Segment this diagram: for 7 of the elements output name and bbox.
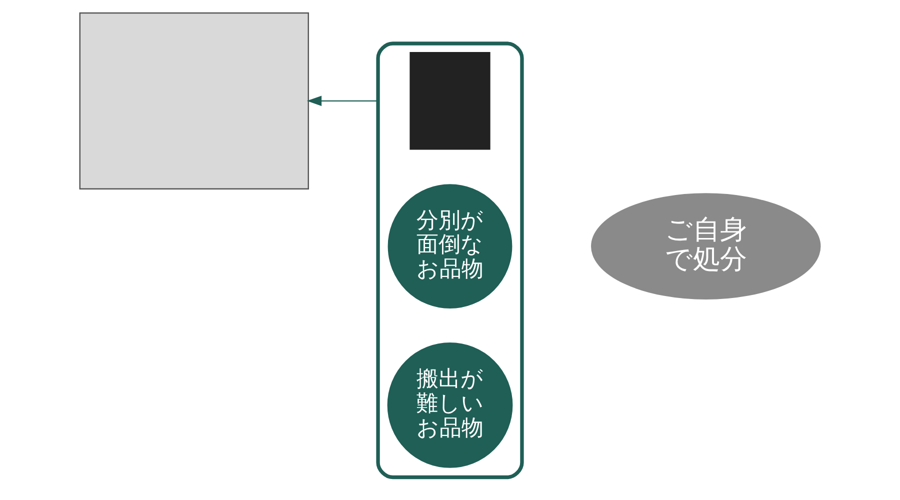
arrow — [306, 96, 378, 106]
node-circle: 分別が面倒なお品物 — [388, 184, 512, 309]
node-box — [410, 52, 490, 150]
cluster — [376, 42, 524, 480]
node-ellipse: ご自身で処分 — [591, 193, 821, 300]
node-circle: 搬出が難しいお品物 — [387, 342, 513, 468]
node-box — [79, 12, 309, 190]
